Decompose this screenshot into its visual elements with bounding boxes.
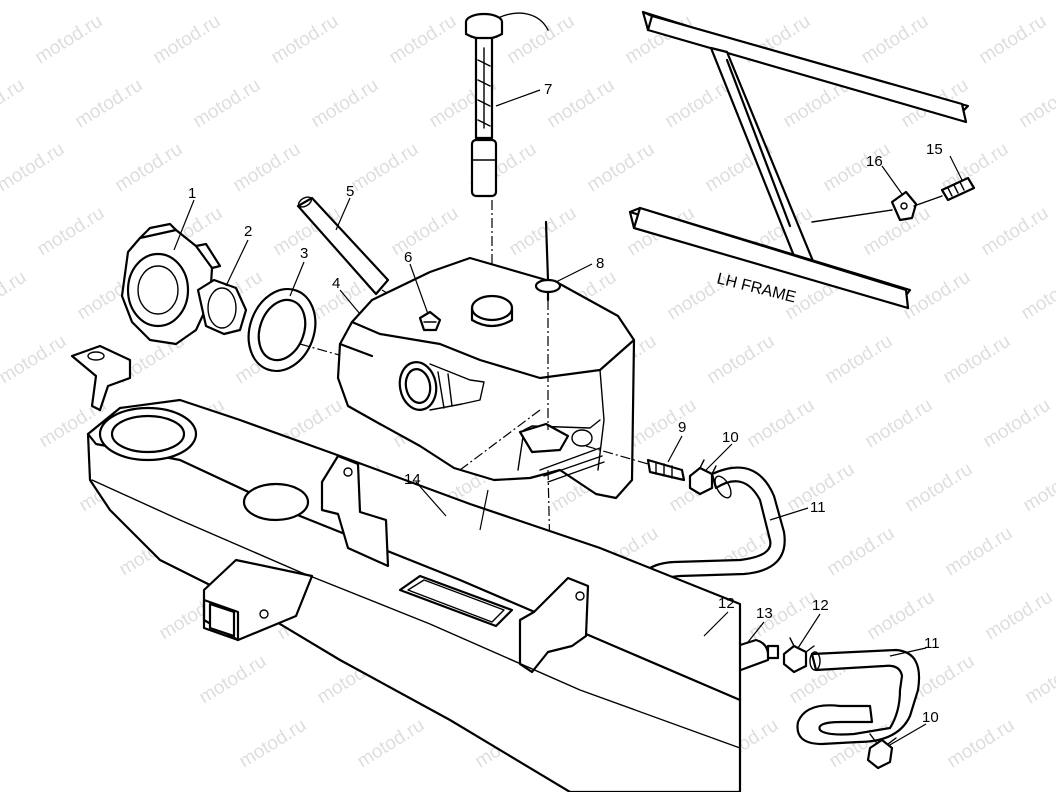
- watermark-text: motod.ru: [268, 11, 343, 69]
- watermark-text: motod.ru: [822, 331, 897, 389]
- watermark-text: motod.ru: [196, 651, 271, 709]
- frame-icon: [628, 10, 970, 310]
- hose-clamp-icon: [782, 637, 815, 674]
- callout-10-lower: 10: [922, 709, 939, 726]
- watermark-text: motod.ru: [112, 139, 187, 197]
- watermark-text: motod.ru: [236, 715, 311, 773]
- vent-hose-icon: [296, 196, 390, 296]
- callout-15: 15: [926, 141, 943, 158]
- watermark-text: motod.ru: [150, 11, 225, 69]
- watermark-text: motod.ru: [0, 75, 28, 133]
- watermark-text: motod.ru: [388, 203, 463, 261]
- callout-4: 4: [332, 275, 340, 292]
- callout-11-lower: 11: [924, 635, 940, 652]
- watermark-text: motod.ru: [386, 11, 461, 69]
- callout-6: 6: [404, 249, 412, 266]
- watermark-text: motod.ru: [944, 715, 1019, 773]
- watermark-text: motod.ru: [230, 139, 305, 197]
- gasket-icon: [196, 278, 248, 336]
- watermark-text: motod.ru: [0, 139, 68, 197]
- hose-clamp-icon: [866, 733, 897, 770]
- fuel-filter-icon: [646, 458, 686, 482]
- watermark-text: motod.ru: [0, 267, 30, 325]
- watermark-text: motod.ru: [862, 395, 937, 453]
- watermark-text: motod.ru: [900, 267, 975, 325]
- fitting-icon: [418, 310, 442, 332]
- watermark-text: motod.ru: [744, 395, 819, 453]
- callout-1: 1: [188, 185, 196, 202]
- watermark-text: motod.ru: [818, 0, 893, 4]
- watermark-text: motod.ru: [34, 203, 109, 261]
- hose-clamp-icon: [688, 459, 717, 496]
- watermark-text: motod.ru: [0, 0, 66, 4]
- callout-labels: 1 2 3 4 5 6 7 8 9 10 11 12 13 12 11 10 1…: [188, 81, 943, 726]
- frame-label: LH FRAME: [715, 270, 798, 306]
- fuel-tank-icon: [336, 256, 636, 500]
- callout-11: 11: [810, 499, 826, 516]
- watermark-text: motod.ru: [978, 203, 1053, 261]
- callout-10: 10: [722, 429, 739, 446]
- frame-icon: [70, 344, 742, 792]
- seal-ring-icon: [247, 287, 317, 373]
- watermark-text: motod.ru: [942, 523, 1017, 581]
- callout-13: 13: [756, 605, 773, 622]
- watermark-text: motod.ru: [1018, 267, 1056, 325]
- callout-16: 16: [866, 153, 883, 170]
- watermark-text: motod.ru: [348, 139, 423, 197]
- callout-3: 3: [300, 245, 308, 262]
- watermark-text: motod.ru: [346, 0, 421, 4]
- watermark-text: motod.ru: [72, 75, 147, 133]
- callout-5: 5: [346, 183, 354, 200]
- watermark-text: motod.ru: [940, 331, 1015, 389]
- callout-2: 2: [244, 223, 252, 240]
- callout-8: 8: [596, 255, 604, 272]
- fuel-gauge-icon: [464, 12, 549, 198]
- callout-9: 9: [678, 419, 686, 436]
- watermark-text: motod.ru: [1020, 459, 1056, 517]
- watermark-text: motod.ru: [1016, 75, 1056, 133]
- watermark-text: motod.ru: [308, 75, 383, 133]
- watermark-text: motod.ru: [190, 75, 265, 133]
- p-clamp-icon: [890, 190, 918, 222]
- watermark-text: motod.ru: [32, 11, 107, 69]
- bolt-icon: [913, 176, 976, 207]
- watermark-text: motod.ru: [110, 0, 185, 4]
- watermark-text: motod.ru: [902, 459, 977, 517]
- watermark-text: motod.ru: [976, 11, 1051, 69]
- watermark-text: motod.ru: [584, 139, 659, 197]
- watermark-text: motod.ru: [504, 11, 579, 69]
- leader-lines: [173, 89, 963, 747]
- watermark-text: motod.ru: [704, 331, 779, 389]
- watermark-text: motod.ru: [824, 523, 899, 581]
- watermark-text: motod.ru: [936, 0, 1011, 4]
- watermark-text: motod.ru: [982, 587, 1056, 645]
- watermark-text: motod.ru: [464, 0, 539, 4]
- watermark-text: motod.ru: [626, 395, 701, 453]
- watermark-text: motod.ru: [0, 331, 70, 389]
- watermark-text: motod.ru: [354, 715, 429, 773]
- callout-12-right: 12: [812, 597, 829, 614]
- watermark-text: motod.ru: [1022, 651, 1056, 709]
- watermark-text: motod.ru: [582, 0, 657, 4]
- grommet-pin-icon: [534, 220, 562, 302]
- callout-14: 14: [404, 471, 421, 488]
- watermark-text: motod.ru: [506, 203, 581, 261]
- watermark-text: motod.ru: [980, 395, 1055, 453]
- fuel-line-icon: [796, 648, 921, 746]
- watermark-text: motod.ru: [228, 0, 303, 4]
- watermark-text: motod.ru: [700, 0, 775, 4]
- watermark-text: motod.ru: [858, 11, 933, 69]
- callout-12: 12: [718, 595, 735, 612]
- callout-7: 7: [544, 81, 552, 98]
- watermark-text: motod.ru: [544, 75, 619, 133]
